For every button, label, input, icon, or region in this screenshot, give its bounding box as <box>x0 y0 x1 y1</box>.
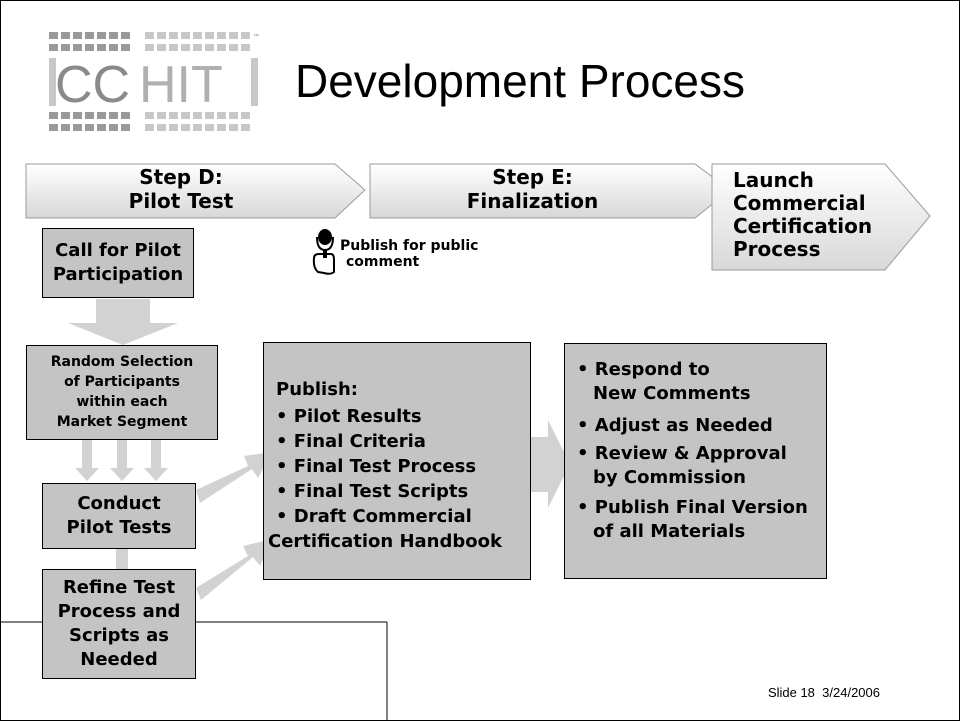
call-for-pilot-box: Call for Pilot Participation <box>42 228 194 298</box>
slide-footer: Slide 18 3/24/2006 <box>768 685 880 700</box>
logo-text-hit: HIT <box>139 56 223 114</box>
step-e-title: Step E: <box>492 165 573 189</box>
respond-item: • Adjust as Needed <box>577 415 773 436</box>
box-line: Random Selection <box>50 354 194 370</box>
launch-line: Process <box>733 237 821 261</box>
launch-line: Certification <box>733 214 873 238</box>
publish-heading: Publish: <box>276 379 358 400</box>
respond-box: • Respond to New Comments • Adjust as Ne… <box>564 343 827 579</box>
respond-item: • Respond to <box>577 359 710 380</box>
connector-conduct-to-refine <box>116 549 128 569</box>
publish-item: • Final Test Scripts <box>276 481 469 502</box>
step-d-label: Step D: Pilot Test <box>26 165 336 213</box>
respond-item: • Review & Approval <box>577 443 787 464</box>
box-line: Conduct <box>77 493 161 514</box>
respond-item: by Commission <box>593 467 746 488</box>
launch-label: Launch Commercial Certification Process <box>733 169 872 261</box>
step-d-title: Step D: <box>139 165 223 189</box>
arrow-refine-to-publish <box>196 539 272 600</box>
publish-box: Publish: • Pilot Results • Final Criteri… <box>263 342 531 580</box>
launch-chevron <box>711 163 931 271</box>
respond-item: New Comments <box>593 383 751 404</box>
arrow-random-to-conduct-1 <box>75 440 99 481</box>
publish-item: • Final Test Process <box>276 456 477 477</box>
cchit-logo: CC HIT ™ <box>47 30 262 135</box>
public-comment-line: Publish for public <box>340 238 479 254</box>
step-e-label: Step E: Finalization <box>370 165 695 213</box>
logo-trademark: ™ <box>253 33 259 40</box>
step-e-subtitle: Finalization <box>466 189 599 213</box>
arrow-conduct-to-publish <box>196 452 272 503</box>
publish-list: • Pilot Results • Final Criteria • Final… <box>268 404 530 554</box>
box-line: Refine Test <box>62 577 176 598</box>
random-selection-box: Random Selection of Participants within … <box>26 345 218 440</box>
public-comment-note: Publish for public comment <box>308 228 478 280</box>
slide-number: Slide 18 <box>767 685 815 700</box>
public-comment-line: comment <box>346 254 420 270</box>
launch-line: Launch <box>733 168 814 192</box>
logo-dot-grid: CC HIT ™ <box>49 32 259 131</box>
box-line: within each <box>76 394 168 410</box>
arrow-publish-to-respond <box>530 420 570 508</box>
arrow-call-to-random <box>68 299 178 345</box>
arrow-random-to-conduct-3 <box>144 440 168 481</box>
box-line: of Participants <box>64 374 180 390</box>
logo-text-cc: CC <box>55 56 130 114</box>
publish-item: Certification Handbook <box>268 531 502 552</box>
respond-item: • Publish Final Version <box>577 497 808 518</box>
page-title: Development Process <box>295 55 745 107</box>
box-line: Pilot Tests <box>66 517 172 538</box>
respond-item: of all Materials <box>593 521 746 542</box>
publish-item: • Pilot Results <box>276 406 422 427</box>
step-d-subtitle: Pilot Test <box>128 189 234 213</box>
microphone-icon <box>312 229 335 275</box>
arrow-random-to-conduct-2 <box>110 440 134 481</box>
conduct-pilot-tests-box: Conduct Pilot Tests <box>42 483 196 549</box>
box-line: Scripts as <box>68 625 169 646</box>
publish-item: • Final Criteria <box>276 431 426 452</box>
publish-item: • Draft Commercial <box>276 506 472 527</box>
box-line: Market Segment <box>56 414 188 430</box>
box-line: Needed <box>80 649 158 670</box>
respond-list: • Respond to New Comments • Adjust as Ne… <box>577 358 826 544</box>
step-d-chevron <box>25 163 366 219</box>
launch-line: Commercial <box>733 191 866 215</box>
slide-date: 3/24/2006 <box>822 685 880 700</box>
box-line: Process and <box>57 601 181 622</box>
box-line: Participation <box>52 264 184 285</box>
refine-test-process-box: Refine Test Process and Scripts as Neede… <box>42 569 196 679</box>
box-line: Call for Pilot <box>55 240 181 261</box>
